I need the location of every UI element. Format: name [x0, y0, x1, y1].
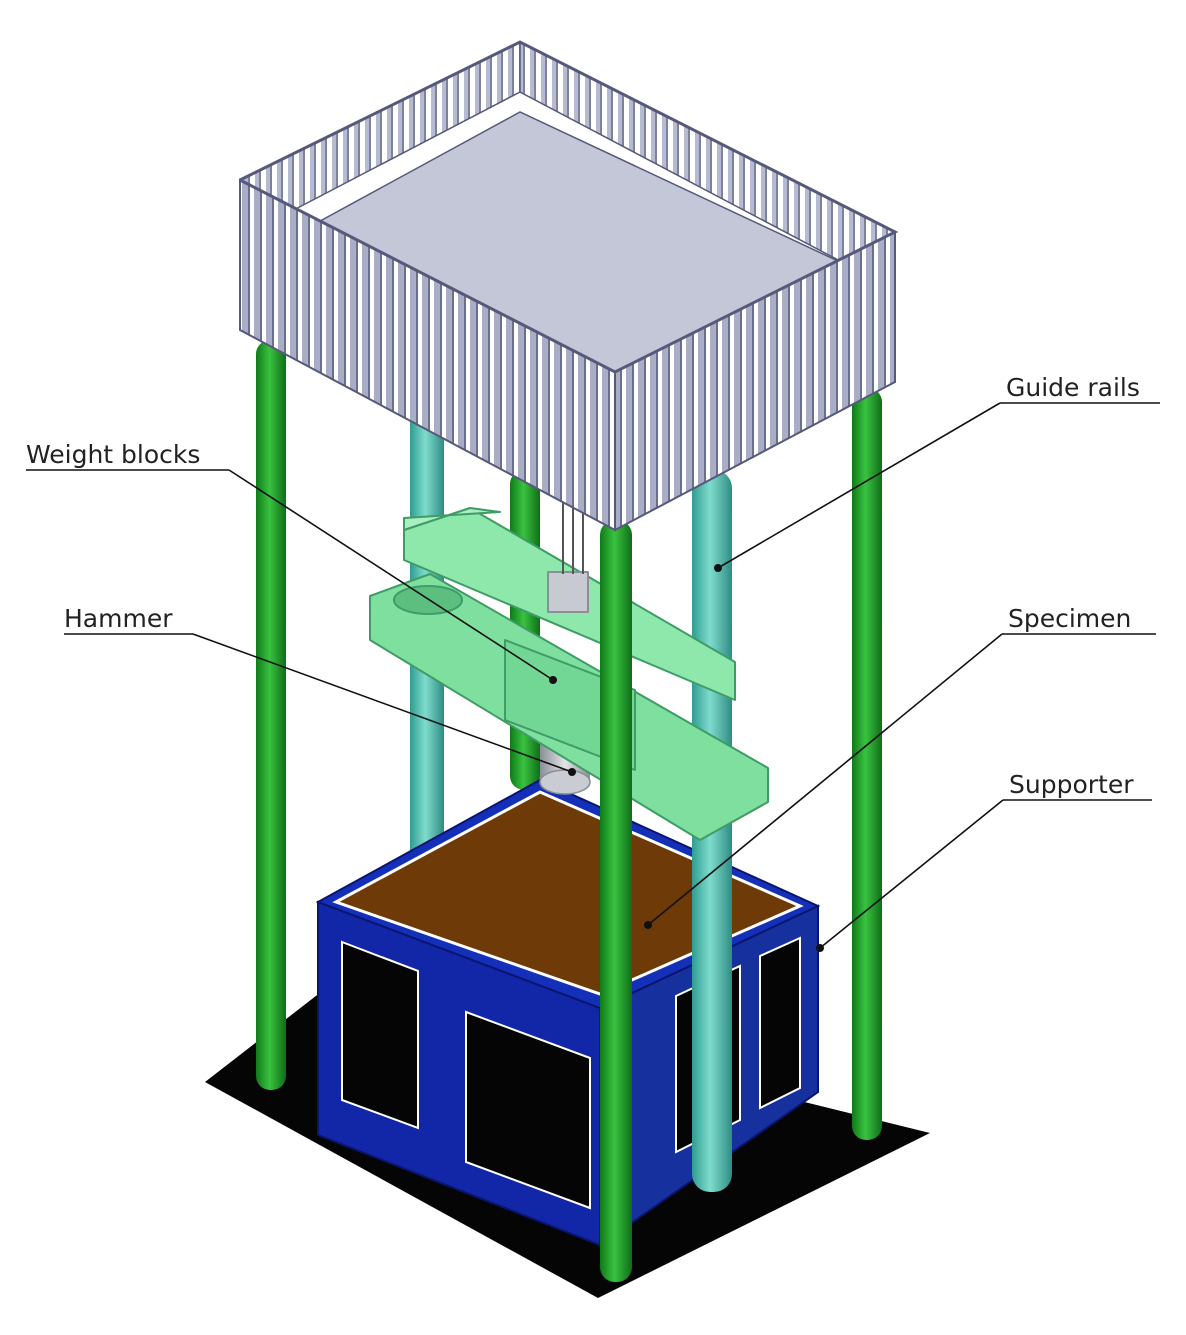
- column-front: [600, 520, 632, 1282]
- specimen: [332, 790, 804, 996]
- column-right: [852, 388, 882, 1140]
- top-cage: [239, 40, 899, 532]
- column-left: [256, 340, 286, 1090]
- label-guide-rails: Guide rails: [1006, 373, 1140, 402]
- label-specimen: Specimen: [1008, 604, 1131, 633]
- label-hammer: Hammer: [64, 604, 173, 633]
- label-supporter: Supporter: [1009, 770, 1134, 799]
- label-weight-blocks: Weight blocks: [26, 440, 200, 469]
